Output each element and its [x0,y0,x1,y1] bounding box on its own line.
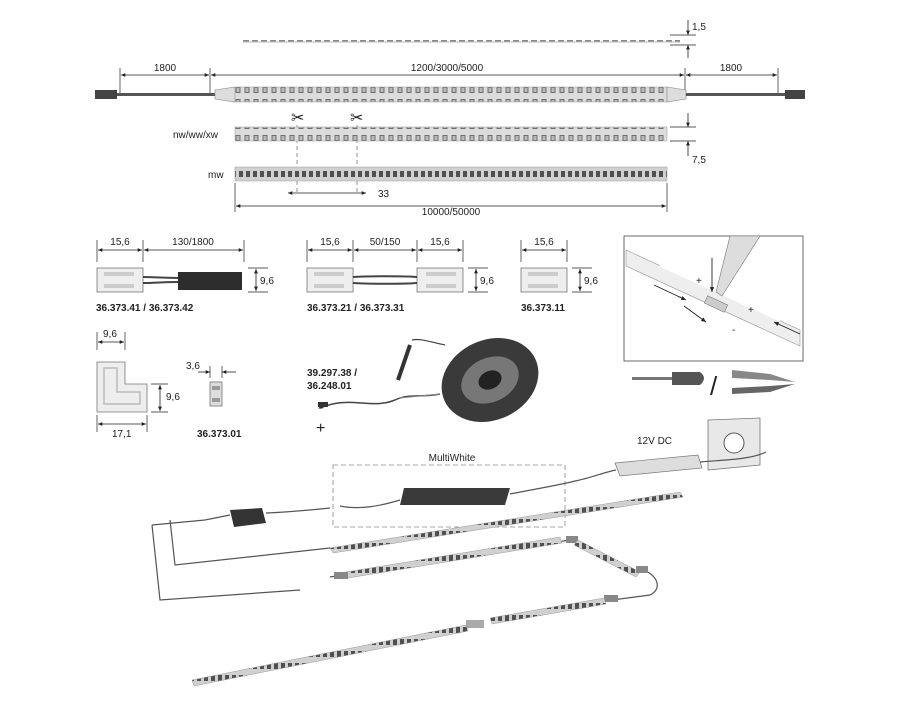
strip-variants: nw/ww/xw mw 7,5 33 10000/50000 [173,113,706,218]
variant-label-b: mw [208,170,224,181]
svg-text:✂: ✂ [291,110,304,127]
connector-strip-to-strip: 15,6 50/150 15,6 9,6 36.373.21 / 36.373.… [306,237,494,314]
dim-cut-pitch: 33 [378,189,390,200]
dim-lead-left: 1800 [154,63,177,74]
solder-plus: + [316,420,325,437]
dim-corner-length: 17,1 [112,429,132,440]
dim-c1-cable: 130/1800 [172,237,214,248]
strip-side-view: 1,5 [243,20,706,58]
scissors-icon: ✂ ✂ [291,110,363,195]
label-psu: 12V DC [637,436,672,447]
system-overview: MultiWhite 12V DC [151,417,767,687]
install-plus-1: + [696,276,702,287]
code-c1: 36.373.41 / 36.373.42 [96,303,194,314]
length-dimensions: 1800 1200/3000/5000 1800 [119,63,779,95]
dim-strip-lengths: 1200/3000/5000 [411,63,484,74]
strip-with-leads [95,86,805,103]
dim-roll-lengths: 10000/50000 [422,207,481,218]
tool-divider: / [710,371,718,401]
code-clip: 36.373.01 [197,429,242,440]
dim-c2-height: 9,6 [480,276,494,287]
solder-minus: - [318,399,323,416]
install-minus-1: - [678,292,681,303]
dim-strip-height: 7,5 [692,155,706,166]
corner-connector: 9,6 9,6 17,1 [96,329,180,440]
pliers-icon [732,370,795,394]
dim-thickness: 1,5 [692,22,706,33]
mounting-clip: 3,6 36.373.01 [186,361,242,440]
connector-with-lead: 15,6 130/1800 9,6 36.373.41 / 36.373.42 [96,237,274,314]
variant-label-a: nw/ww/xw [173,130,219,141]
installation-detail: + - + - [623,235,804,362]
code-solder-1: 39.297.38 / [307,368,357,379]
label-multiwhite: MultiWhite [429,453,476,464]
dim-clip-width: 3,6 [186,361,200,372]
cable-reel-with-solder-lead: 39.297.38 / 36.248.01 - + [307,338,539,437]
install-minus-2: - [732,325,735,336]
dim-c3-height: 9,6 [584,276,598,287]
dim-corner-height: 9,6 [166,392,180,403]
dim-c2-width2: 15,6 [430,237,450,248]
svg-text:✂: ✂ [350,110,363,127]
code-c3: 36.373.11 [521,303,565,314]
dim-lead-right: 1800 [720,63,743,74]
dim-c2-width1: 15,6 [320,237,340,248]
code-solder-2: 36.248.01 [307,381,352,392]
dim-c1-width: 15,6 [110,237,130,248]
install-plus-2: + [748,305,754,316]
dim-c3-width: 15,6 [534,237,554,248]
dim-corner-width: 9,6 [103,329,117,340]
screwdriver-icon [632,372,704,385]
dim-c1-height: 9,6 [260,276,274,287]
code-c2: 36.373.21 / 36.373.31 [307,303,405,314]
dim-c2-cable: 50/150 [370,237,401,248]
multiwhite-box [332,464,566,528]
connector-end-cap: 15,6 9,6 36.373.11 [520,237,598,314]
